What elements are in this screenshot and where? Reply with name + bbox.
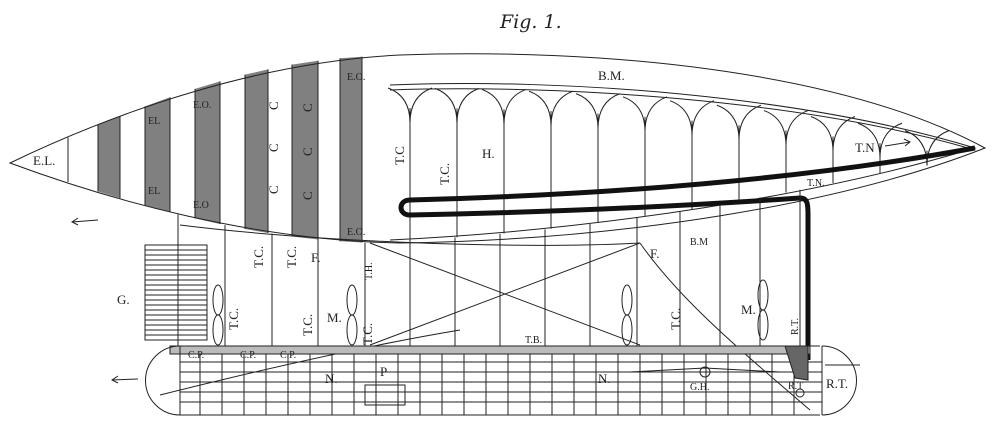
label-m: M.: [741, 302, 756, 317]
label-cp: C.P.: [240, 350, 256, 361]
label-cp: C.P.: [188, 350, 204, 361]
label-tc: T.C.: [284, 246, 299, 268]
label-c: C: [266, 101, 281, 110]
gas-cell-hatched: [145, 97, 170, 213]
label-c: C: [266, 185, 281, 194]
label-tc: T.C.: [300, 314, 315, 336]
envelope-outline: [8, 53, 987, 244]
label-cp: C.P.: [280, 350, 296, 361]
gas-cell-hatched: [98, 116, 120, 199]
label-g: G.: [117, 292, 130, 307]
propeller-icon: [346, 284, 358, 346]
gas-cells: [67, 56, 363, 243]
car-nacelle: [145, 345, 860, 416]
label-tn: T.N: [855, 140, 875, 155]
gas-cell-hatched: [195, 81, 220, 225]
label-c: C: [300, 191, 315, 200]
label-tc: T.C.: [668, 308, 683, 330]
label-eo: E.O: [193, 200, 209, 211]
label-m: M.: [327, 310, 342, 325]
label-tn-2: T.N.: [807, 178, 825, 189]
label-rt: R.T.: [790, 318, 801, 335]
label-c: C: [266, 143, 281, 152]
grating-g: [144, 244, 208, 341]
label-tc: T.C.: [437, 163, 452, 185]
label-eo: E.O.: [347, 227, 365, 238]
label-el: EL: [148, 116, 160, 127]
label-p: P: [380, 364, 387, 379]
label-eo: E.O.: [347, 72, 365, 83]
label-bm: B.M: [690, 237, 708, 248]
label-f: F.: [311, 250, 320, 265]
label-rt: R.T.: [826, 376, 848, 391]
figure-title: Fig. 1.: [499, 11, 562, 33]
direction-arrow-icon: [111, 375, 139, 384]
label-c: C: [300, 147, 315, 156]
label-tc: T.C.: [360, 323, 375, 345]
label-th: T.H.: [364, 262, 375, 280]
gas-cell-hatched: [292, 60, 318, 240]
ballonet-outline-inner: [389, 88, 969, 149]
label-eo: E.O.: [193, 100, 211, 111]
propeller-icon: [757, 279, 769, 341]
label-tb: T.B.: [525, 335, 542, 346]
label-gh: G.H.: [690, 382, 709, 393]
label-h: H.: [482, 146, 495, 161]
gas-cell-hatched: [245, 69, 268, 234]
label-c: C: [300, 103, 315, 112]
label-tc: T.C.: [251, 246, 266, 268]
label-n: N.: [325, 371, 338, 386]
label-n: N.: [598, 371, 611, 386]
propeller-icon: [212, 284, 224, 346]
label-f: F.: [650, 246, 659, 261]
direction-arrow-icon: [71, 217, 99, 226]
gas-cell-hatched: [340, 56, 362, 243]
label-rt: R.T: [788, 381, 803, 392]
labels: B.M. H. T.N T.N. T.C T.C. E.L. EL EL E.O…: [33, 68, 875, 393]
label-el: E.L.: [33, 153, 55, 168]
label-tc: T.C: [392, 146, 407, 165]
label-tc: T.C.: [226, 308, 241, 330]
direction-arrow-icon: [884, 138, 911, 147]
label-bm-top: B.M.: [598, 68, 625, 83]
label-el: EL: [148, 186, 160, 197]
propeller-icon: [621, 284, 633, 346]
